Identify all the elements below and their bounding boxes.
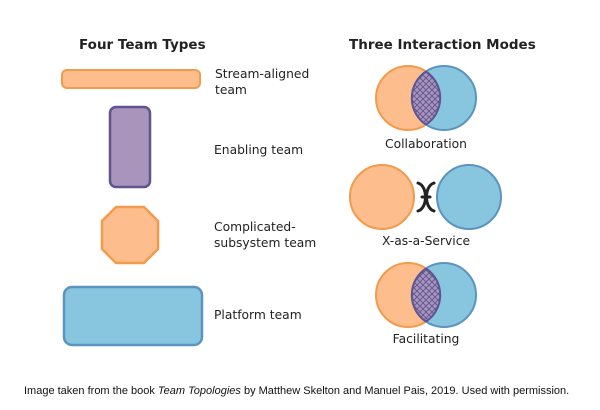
- team-types-heading: Four Team Types: [79, 37, 206, 53]
- x-as-a-service-mode-graphic: [349, 164, 502, 230]
- complicated-subsystem-team-shape: [100, 205, 160, 265]
- complicated-subsystem-team-label: Complicated-subsystem team: [214, 220, 317, 250]
- stream-aligned-team-label: Stream-aligned team: [215, 67, 310, 97]
- interaction-modes-heading: Three Interaction Modes: [349, 37, 536, 53]
- book-title: Team Topologies: [157, 385, 241, 397]
- facilitating-mode-graphic: [375, 262, 477, 328]
- image-caption: Image taken from the book Team Topologie…: [24, 385, 570, 397]
- collaboration-label: Collaboration: [385, 137, 467, 151]
- platform-team-label: Platform team: [214, 308, 302, 322]
- platform-team-shape: [62, 285, 204, 347]
- collaboration-mode-graphic: [375, 65, 477, 131]
- bracket-connector-icon: [416, 181, 436, 213]
- x-as-a-service-label: X-as-a-Service: [381, 234, 471, 248]
- facilitating-label: Facilitating: [392, 332, 460, 346]
- stream-aligned-team-shape: [61, 69, 201, 89]
- enabling-team-label: Enabling team: [214, 143, 304, 157]
- enabling-team-shape: [108, 105, 152, 189]
